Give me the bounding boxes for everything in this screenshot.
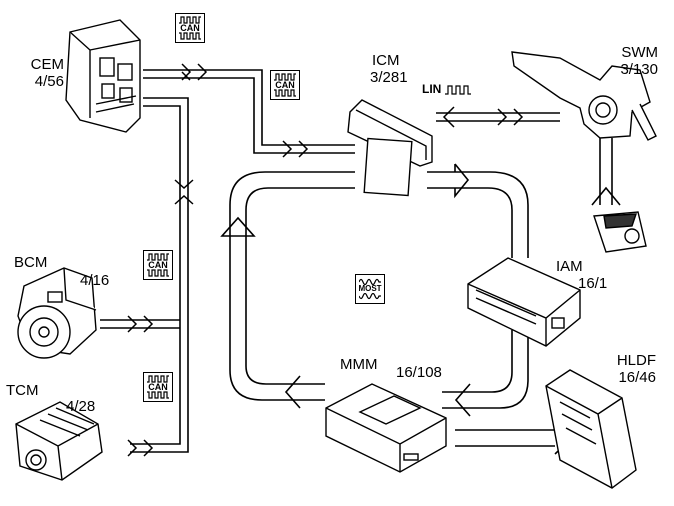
bcm-code: 4/16 <box>80 272 110 289</box>
iam-unit <box>467 257 581 347</box>
bcm-code-label: 4/16 <box>80 272 109 289</box>
mmm-name: MMM <box>340 356 378 373</box>
tcm-label: TCM <box>6 382 39 399</box>
iam-code: 16/1 <box>578 275 608 292</box>
can-bus-icon: CAN <box>270 70 300 100</box>
can-bus-icon: CAN <box>143 250 173 280</box>
connector-icon <box>282 140 309 158</box>
hldf-name: HLDF <box>616 352 656 369</box>
swm-label: SWM 3/130 <box>600 44 658 78</box>
icm-code: 3/281 <box>370 69 408 86</box>
can-wires <box>100 69 355 453</box>
swm-code: 3/130 <box>620 61 658 78</box>
bcm-name: BCM <box>14 254 48 271</box>
bcm-unit <box>17 267 97 359</box>
tcm-code-label: 4/28 <box>66 398 95 415</box>
can-bus-icon: CAN <box>143 372 173 402</box>
lin-wire <box>436 112 560 122</box>
cem-label: CEM 4/56 <box>6 56 64 90</box>
can-bus-label: CAN <box>148 382 168 392</box>
icm-name: ICM <box>372 52 400 69</box>
hldf-code: 16/46 <box>618 369 656 386</box>
lin-bus-label: LIN <box>422 82 442 96</box>
most-ring <box>229 138 613 447</box>
mmm-label: MMM <box>340 356 378 373</box>
can-bus-label: CAN <box>180 23 200 33</box>
can-bus-label: CAN <box>275 80 295 90</box>
mmm-code-label: 16/108 <box>396 364 442 381</box>
iam-name: IAM <box>556 258 583 275</box>
cem-unit <box>65 19 141 133</box>
cem-code: 4/56 <box>34 73 64 90</box>
hldf-label: HLDF 16/46 <box>596 352 656 386</box>
icm-unit <box>347 99 433 197</box>
lin-bus-icon: LIN <box>422 82 471 96</box>
swm-name: SWM <box>621 44 658 61</box>
most-bus-label: MOST <box>358 284 382 293</box>
hldf-unit <box>545 369 637 489</box>
connectors-can <box>127 63 309 457</box>
cem-name: CEM <box>30 56 64 73</box>
mmm-unit <box>325 383 447 473</box>
can-bus-icon: CAN <box>175 13 205 43</box>
connector-icon <box>127 315 154 333</box>
swm-unit <box>511 51 657 141</box>
key-fob <box>593 211 647 253</box>
most-bus-icon: MOST <box>355 274 385 304</box>
mmm-code: 16/108 <box>396 364 442 381</box>
tcm-name: TCM <box>6 382 39 399</box>
iam-label: IAM 16/1 <box>556 258 607 292</box>
bcm-label: BCM <box>14 254 47 271</box>
connector-icon <box>127 439 154 457</box>
tcm-unit <box>15 401 103 481</box>
connector-icon <box>497 108 524 126</box>
connector-icon <box>181 63 208 81</box>
tcm-code: 4/28 <box>66 398 96 415</box>
can-bus-label: CAN <box>148 260 168 270</box>
icm-label: ICM 3/281 <box>370 52 408 86</box>
connector-icon <box>174 179 194 205</box>
